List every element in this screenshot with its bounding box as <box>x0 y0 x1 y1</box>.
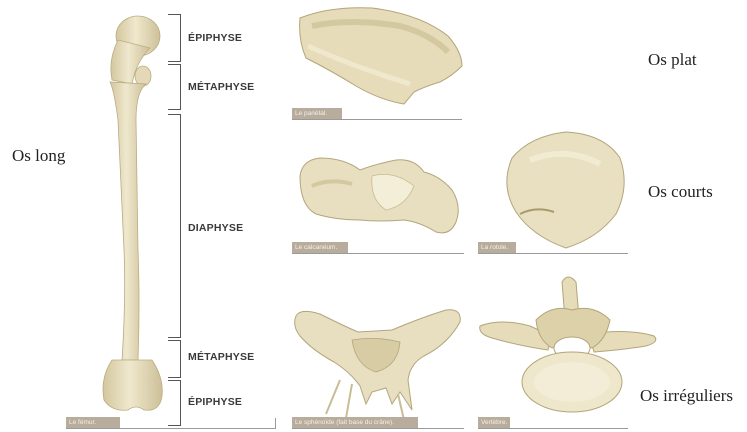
baseline-vertebra <box>478 428 628 429</box>
caption-vertebra: Vertèbre. <box>478 417 507 428</box>
